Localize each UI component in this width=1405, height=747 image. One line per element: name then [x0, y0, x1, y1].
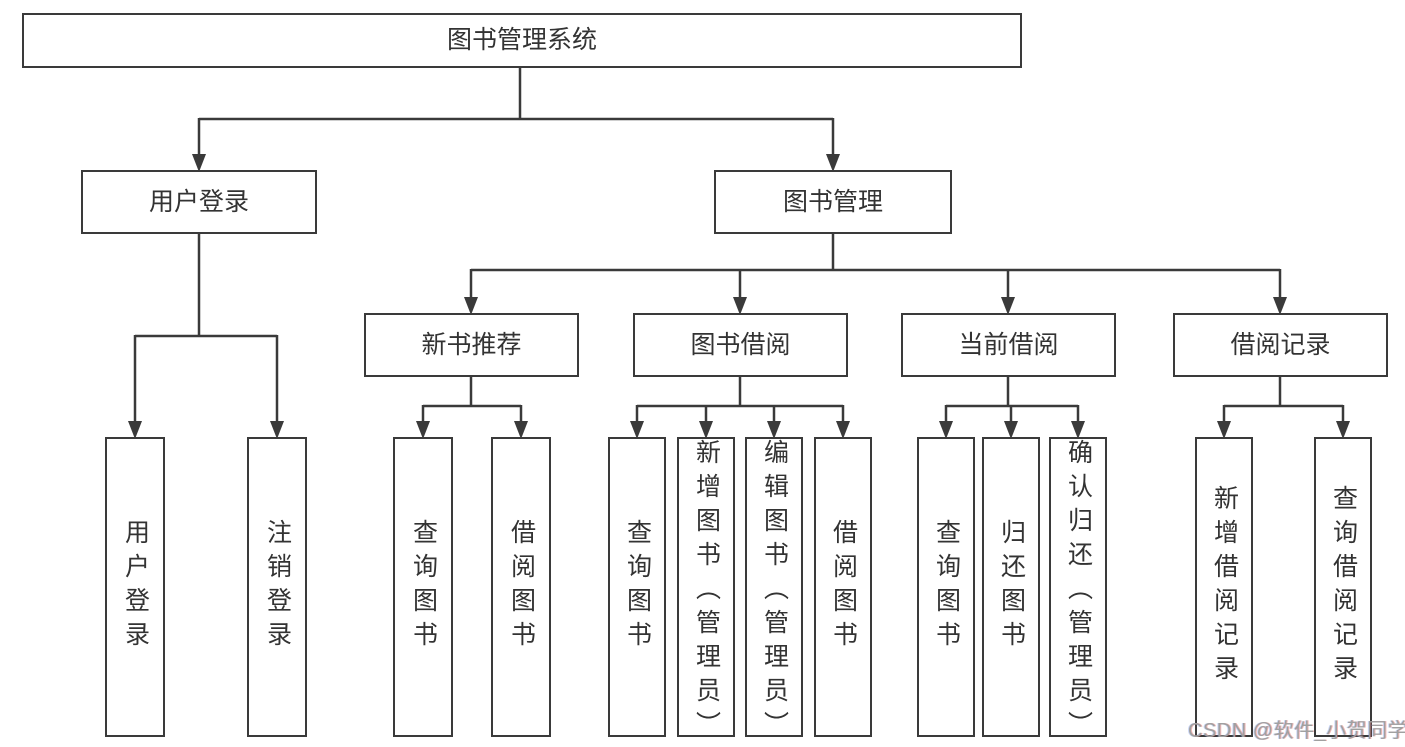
- csdn-watermark: CSDN @软件_小贺同学: [1188, 720, 1405, 742]
- leaf-borrow-book-recommend: 借阅图书: [491, 437, 551, 737]
- connector-root-branch: [192, 68, 840, 172]
- connector-current-borrow-branch: [939, 377, 1085, 439]
- node-user-login: 用户登录: [81, 170, 317, 234]
- connector-borrow-record-branch: [1217, 377, 1350, 439]
- connector-new-book-branch: [416, 377, 528, 439]
- leaf-edit-book-admin: 编辑图书（管理员）: [745, 437, 803, 745]
- node-new-book-recommend: 新书推荐: [364, 313, 579, 377]
- leaf-add-borrow-record: 新增借阅记录: [1195, 437, 1253, 737]
- leaf-query-book-current: 查询图书: [917, 437, 975, 737]
- connector-book-manage-branch: [464, 234, 1287, 315]
- leaf-return-book: 归还图书: [982, 437, 1040, 737]
- leaf-user-login: 用户登录: [105, 437, 165, 737]
- node-book-borrow: 图书借阅: [633, 313, 848, 377]
- leaf-confirm-return-admin: 确认归还（管理员）: [1049, 437, 1107, 745]
- leaf-query-book-recommend: 查询图书: [393, 437, 453, 737]
- leaf-add-book-admin: 新增图书（管理员）: [677, 437, 735, 745]
- node-current-borrow: 当前借阅: [901, 313, 1116, 377]
- node-book-manage: 图书管理: [714, 170, 952, 234]
- leaf-query-borrow-record: 查询借阅记录: [1314, 437, 1372, 737]
- leaf-query-book-borrow: 查询图书: [608, 437, 666, 737]
- node-library-system: 图书管理系统: [22, 13, 1022, 68]
- connector-book-borrow-branch: [630, 377, 850, 439]
- leaf-borrow-book: 借阅图书: [814, 437, 872, 737]
- node-borrow-record: 借阅记录: [1173, 313, 1388, 377]
- connector-user-login-branch: [128, 234, 284, 439]
- leaf-logout-login: 注销登录: [247, 437, 307, 737]
